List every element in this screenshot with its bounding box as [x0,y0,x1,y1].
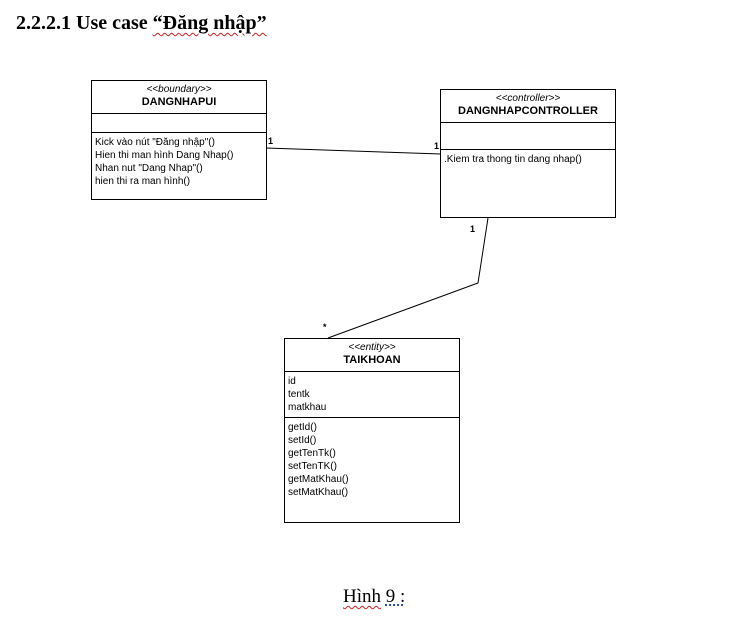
method-item: setMatKhau() [288,487,349,498]
attribute-item: tentk [288,389,310,400]
method-item: getTenTk() [288,448,336,459]
methods-section: Kick vào nút "Đăng nhập"() Hien thi man … [92,133,266,191]
stereotype-label: <<controller>> [495,93,561,104]
method-item: setTenTK() [288,461,337,472]
caption-number: 9 : [385,586,406,607]
caption-word: Hình [343,586,381,607]
section-heading: 2.2.2.1 Use case “Đăng nhập” [16,12,267,35]
class-name: DANGNHAPCONTROLLER [458,105,598,117]
method-item: getId() [288,422,317,433]
method-item: Hien thi man hình Dang Nhap() [95,150,234,161]
attributes-section: id tentk matkhau [285,372,459,418]
multiplicity-controller-left: 1 [434,141,440,151]
method-item: Kick vào nút "Đăng nhập"() [95,137,215,148]
class-header: <<entity>> TAIKHOAN [285,339,459,372]
class-name: TAIKHOAN [343,354,401,366]
class-dangnhapcontroller: <<controller>> DANGNHAPCONTROLLER .Kiem … [440,89,616,218]
method-item: .Kiem tra thong tin dang nhap() [444,154,582,165]
class-dangnhapui: <<boundary>> DANGNHAPUI Kick vào nút "Đă… [91,80,267,200]
method-item: hien thi ra man hình() [95,176,191,187]
multiplicity-controller-bottom: 1 [470,224,476,234]
class-header: <<controller>> DANGNHAPCONTROLLER [441,90,615,123]
methods-section: getId() setId() getTenTk() setTenTK() ge… [285,418,459,502]
multiplicity-ui: 1 [268,136,274,146]
attributes-section [441,123,615,150]
attribute-item: id [288,376,296,387]
association-ui-controller [265,147,442,155]
class-header: <<boundary>> DANGNHAPUI [92,81,266,114]
heading-title: “Đăng nhập” [152,12,267,34]
method-item: Nhan nut "Dang Nhap"() [95,163,203,174]
association-controller-entity [327,217,489,339]
method-item: getMatKhau() [288,474,349,485]
class-taikhoan: <<entity>> TAIKHOAN id tentk matkhau get… [284,338,460,523]
methods-section: .Kiem tra thong tin dang nhap() [441,150,615,169]
stereotype-label: <<boundary>> [146,84,212,95]
attribute-item: matkhau [288,402,327,413]
method-item: setId() [288,435,317,446]
multiplicity-entity: * [323,322,327,332]
attributes-section [92,114,266,133]
stereotype-label: <<entity>> [348,342,396,353]
heading-number: 2.2.2.1 Use case [16,12,148,34]
class-name: DANGNHAPUI [141,96,217,108]
figure-caption: Hình 9 : [343,586,405,608]
